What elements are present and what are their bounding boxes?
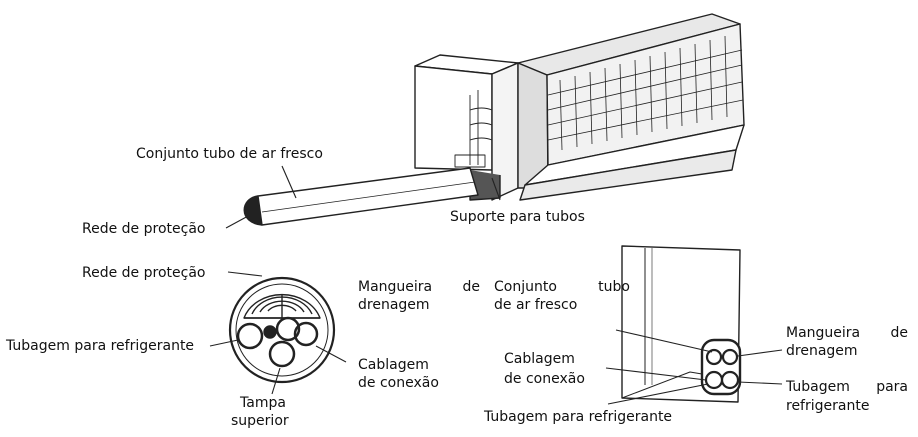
label-drain-hose-left-line2: drenagem	[358, 297, 430, 313]
label-fresh-air-pipe-right: Conjunto tubo	[494, 278, 630, 296]
label-refrigerant-pipe-left: Tubagem para refrigerante	[6, 338, 195, 354]
label-refrigerant-pipe-right: Tubagem para	[786, 378, 908, 396]
fresh-air-pipe-drawing	[243, 167, 479, 226]
side-view-drawing	[621, 245, 742, 403]
label-drain-hose-left: Mangueira de	[358, 278, 480, 296]
label-top-cover: Tampa	[240, 395, 286, 411]
label-refrigerant-pipe-right-word2: para	[876, 379, 908, 395]
indoor-unit-drawing	[414, 13, 745, 201]
label-connection-cable-right: Cablagem	[504, 351, 575, 367]
label-fresh-air-pipe-right-word1: Conjunto	[494, 279, 557, 295]
label-top-cover-line2: superior	[231, 413, 289, 429]
label-connection-cable-left: Cablagem	[358, 357, 429, 373]
label-protective-net: Rede de proteção	[82, 221, 206, 237]
label-refrigerant-pipe-right-line2: refrigerante	[786, 398, 870, 414]
leader-lines	[209, 165, 783, 405]
label-drain-hose-right: Mangueira de	[786, 324, 908, 342]
label-refrigerant-pipe-right-word1: Tubagem	[786, 379, 850, 395]
pipe-cross-section-drawing	[228, 276, 336, 384]
label-fresh-air-pipe-right-line2: de ar fresco	[494, 297, 578, 313]
label-protective-net-section: Rede de proteção	[82, 265, 206, 281]
label-connection-cable-left-line2: de conexão	[358, 375, 439, 391]
label-connection-cable-right-line2: de conexão	[504, 371, 585, 387]
label-drain-hose-right-line2: drenagem	[786, 343, 858, 359]
label-drain-hose-right-word1: Mangueira	[786, 325, 861, 341]
label-fresh-air-pipe-right-word2: tubo	[598, 279, 630, 295]
label-drain-hose-left-word2: de	[462, 279, 481, 295]
label-drain-hose-left-word1: Mangueira	[358, 279, 433, 295]
label-drain-hose-right-word2: de	[890, 325, 909, 341]
label-refrigerant-pipe-bottom: Tubagem para refrigerante	[484, 409, 673, 425]
label-fresh-air-pipe: Conjunto tubo de ar fresco	[136, 146, 323, 162]
label-pipe-support: Suporte para tubos	[450, 209, 585, 225]
